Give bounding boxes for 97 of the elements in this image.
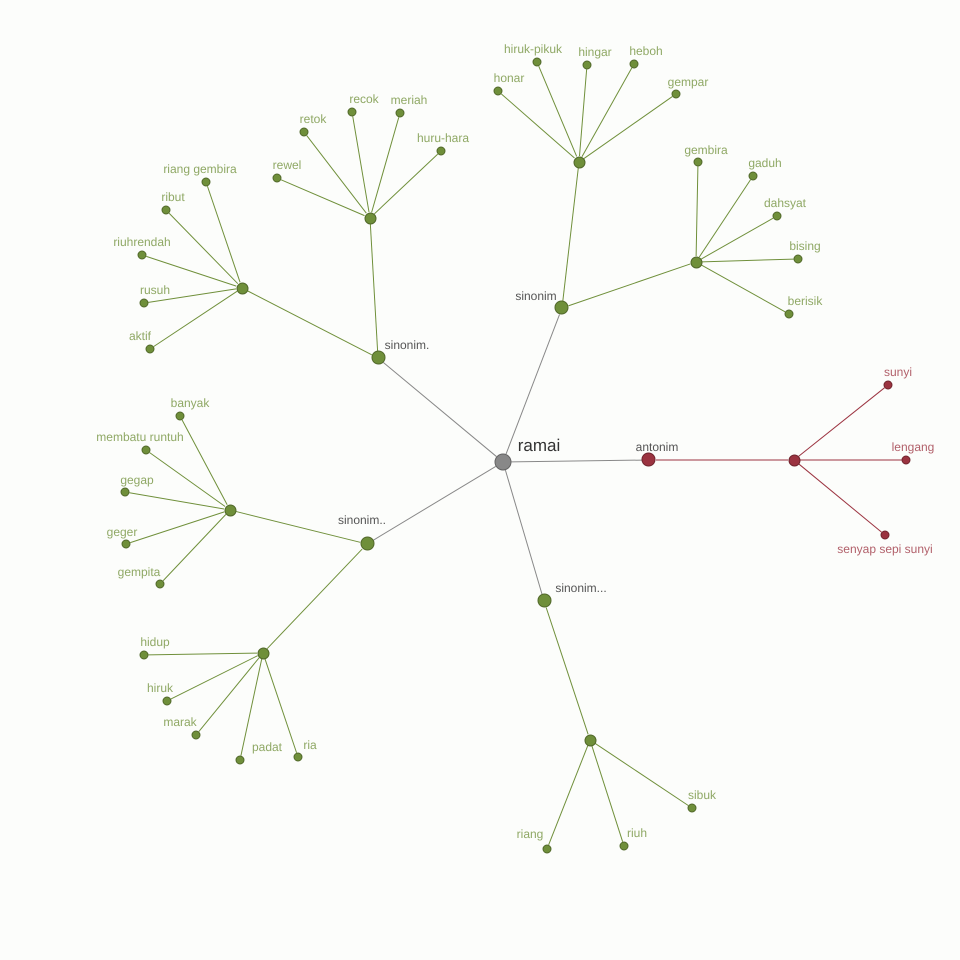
connector-line [511, 460, 642, 462]
junction-node [256, 646, 270, 660]
connector-line [246, 290, 372, 356]
node-label: ribut [161, 190, 185, 204]
node-label: sinonim... [555, 580, 607, 596]
node-label: gempar [668, 74, 708, 90]
node-label: sinonim.. [338, 512, 386, 528]
connector-line [798, 387, 885, 457]
connector-line [306, 135, 367, 214]
connector-line [198, 657, 260, 732]
connector-line [235, 510, 361, 543]
node-label: riuhrendah [113, 234, 171, 250]
node-label: rusuh [140, 282, 170, 298]
junction-node [584, 734, 596, 746]
node-label: aktif [128, 328, 151, 344]
connector-line [591, 745, 624, 842]
node-label: hingar [578, 44, 612, 60]
node-label: geger [106, 524, 138, 540]
junction-node [224, 504, 236, 516]
connector-line [162, 514, 226, 582]
node-label: ramai [518, 436, 560, 456]
connector-line [146, 256, 237, 287]
connector-line [240, 658, 262, 756]
connector-line [264, 658, 298, 754]
connector-line [546, 607, 589, 735]
connector-line [266, 548, 363, 650]
connector-line [370, 224, 378, 352]
node-label: antonim [636, 440, 678, 454]
node-label: huru-hara [416, 130, 470, 146]
node-label: gembira [684, 142, 728, 158]
node-label: membatu runtuh [96, 430, 184, 444]
connector-line [798, 463, 882, 533]
connector-line [583, 96, 673, 160]
connector-line [153, 290, 238, 348]
connector-line [130, 511, 225, 544]
junction-node [788, 454, 800, 466]
connector-line [374, 154, 438, 214]
node-label: retok [300, 112, 326, 126]
node-label: sinonim. [384, 338, 430, 352]
junction-node [572, 156, 586, 168]
connector-line [562, 167, 579, 302]
node-label: gempita [118, 564, 160, 580]
connector-line [182, 419, 228, 506]
connector-line [168, 212, 238, 284]
node-label: honar [494, 70, 524, 86]
node-label: berisik [788, 294, 822, 308]
connector-line [372, 466, 496, 541]
connector-line [148, 288, 237, 303]
connector-line [700, 264, 786, 312]
connector-line [698, 179, 752, 258]
connector-line [700, 218, 774, 260]
connector-line [548, 745, 588, 846]
connector-line [579, 68, 588, 157]
node-label: heboh [629, 44, 663, 58]
connector-line [382, 362, 497, 458]
node-label: gegap [120, 472, 154, 488]
connector-line [568, 263, 691, 306]
connector-line [500, 93, 575, 159]
connector-line [148, 652, 258, 656]
node-label: sunyi [884, 364, 912, 380]
connector-line [504, 470, 543, 595]
connector-line [581, 67, 632, 158]
connector-line [149, 452, 226, 508]
node-label: recok [349, 92, 379, 106]
node-label: gaduh [748, 156, 782, 170]
node-label: lengang [892, 440, 934, 454]
connector-line [702, 258, 794, 262]
connector-line [696, 166, 698, 256]
node-label: hidup [140, 634, 170, 650]
node-label: bising [789, 238, 821, 254]
node-label: senyap sepi sunyi [837, 542, 933, 556]
node-label: rewel [272, 158, 302, 172]
connector-line [371, 116, 400, 213]
node-label: marak [163, 714, 197, 730]
junction-node [364, 212, 376, 224]
junction-node [236, 282, 248, 294]
junction-node [690, 256, 702, 268]
connector-line [128, 492, 225, 510]
connector-line [538, 66, 578, 157]
node-label: riang gembira [163, 162, 237, 176]
connector-line [506, 314, 560, 455]
node-label: banyak [170, 396, 210, 410]
node-label: sinonim [515, 288, 557, 304]
node-label: riang [516, 826, 544, 842]
connector-line [206, 186, 241, 283]
connector-line [170, 655, 258, 700]
node-label: meriah [390, 92, 428, 108]
node-label: sibuk [688, 788, 716, 802]
node-label: riuh [626, 826, 647, 840]
node-label: padat [252, 740, 282, 754]
node-label: hiruk [146, 680, 173, 696]
node-label: ria [303, 738, 317, 752]
node-label: dahsyat [764, 196, 806, 210]
connector-line [352, 116, 370, 213]
node-label: hiruk-pikuk [504, 42, 562, 56]
connector-line [594, 742, 689, 806]
connector-line [280, 179, 365, 216]
